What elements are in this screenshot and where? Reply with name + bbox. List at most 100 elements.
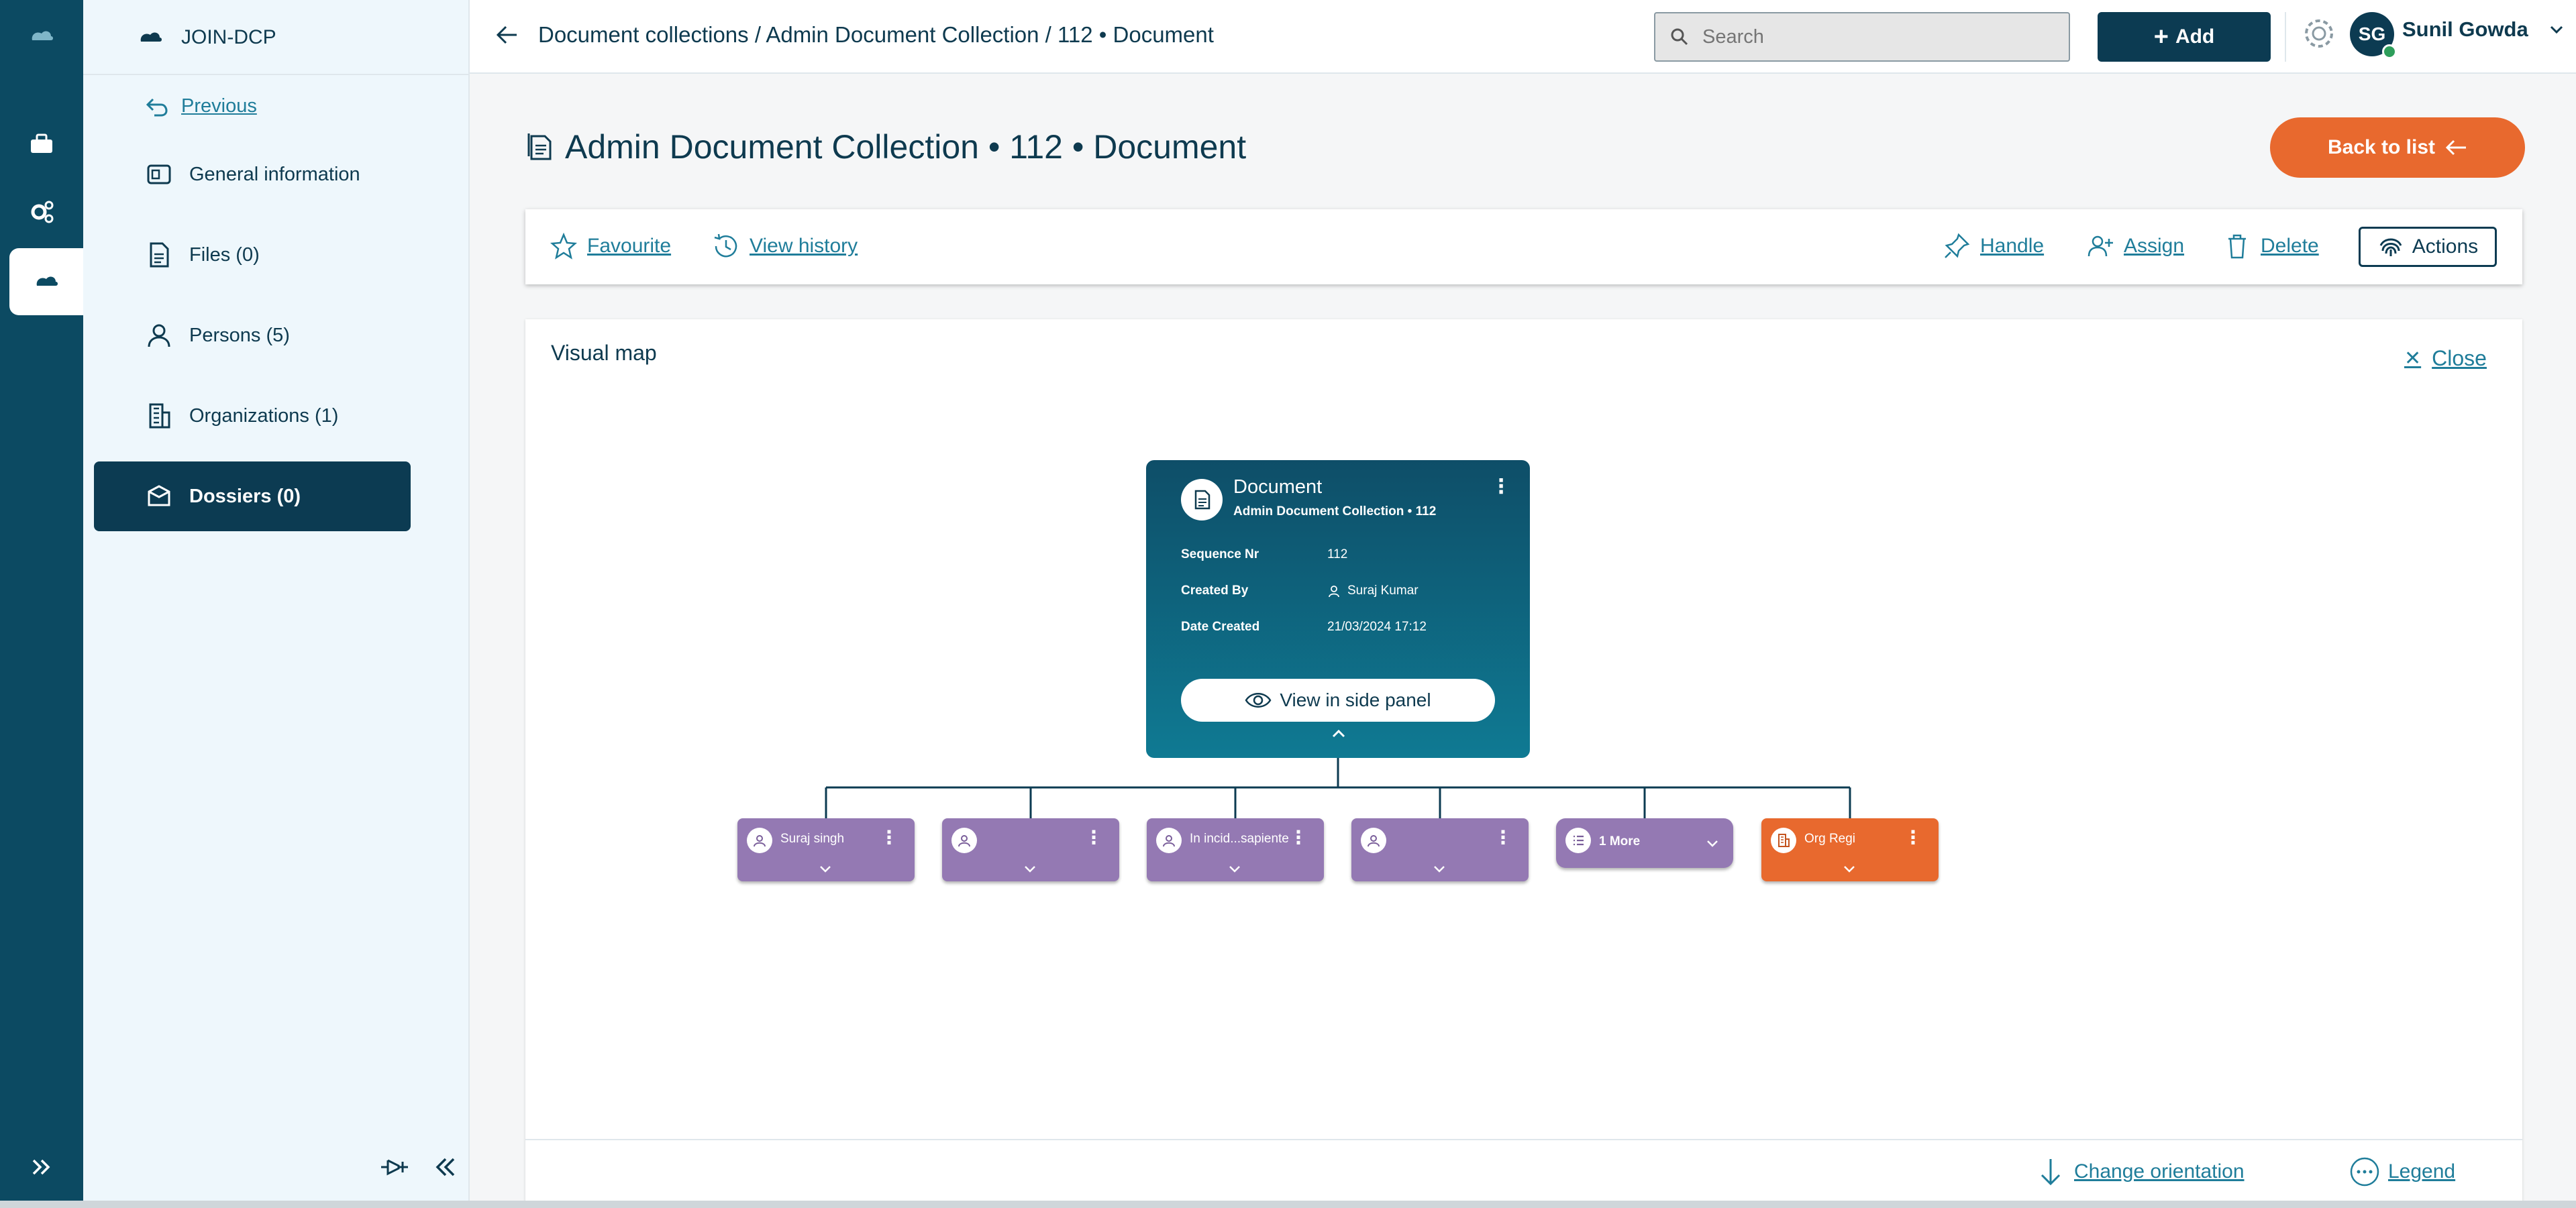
- fingerprint-icon: [2379, 238, 2402, 256]
- view-history-button[interactable]: View history: [712, 232, 858, 260]
- node-label: 1 More: [1599, 834, 1641, 848]
- node-label: Suraj singh: [780, 832, 845, 846]
- eye-icon: [1245, 693, 1272, 708]
- assign-button[interactable]: Assign: [2086, 232, 2184, 260]
- briefcase-icon[interactable]: [0, 110, 83, 177]
- page-title: Admin Document Collection • 112 • Docume…: [526, 127, 1246, 166]
- arrow-left-icon[interactable]: [494, 21, 521, 48]
- kebab-menu-icon[interactable]: ⋮: [1491, 476, 1511, 498]
- kebab-menu-icon[interactable]: ⋮: [880, 827, 898, 848]
- online-status-badge: [2382, 44, 2397, 59]
- nav-item-label: Files (0): [189, 243, 260, 266]
- delete-label: Delete: [2261, 235, 2319, 257]
- map-connectors: [825, 758, 1851, 818]
- person-node[interactable]: Suraj singh ⋮: [737, 818, 915, 881]
- previous-label: Previous: [181, 95, 257, 117]
- chevron-down-icon[interactable]: [1842, 864, 1857, 875]
- actions-menu-button[interactable]: Actions: [2359, 227, 2497, 267]
- divider: [83, 74, 470, 75]
- chevron-down-icon[interactable]: [1227, 864, 1242, 875]
- cloud-logo-icon: [140, 32, 162, 42]
- chevron-down-icon[interactable]: [818, 864, 833, 875]
- chevron-down-icon[interactable]: [1023, 864, 1037, 875]
- cloud-logo-icon[interactable]: [0, 3, 83, 70]
- chevron-up-icon[interactable]: [1331, 727, 1347, 739]
- kebab-menu-icon[interactable]: ⋮: [1904, 827, 1922, 848]
- top-bar: Document collections / Admin Document Co…: [470, 0, 2576, 74]
- building-icon: [1771, 828, 1796, 853]
- close-icon: ✕: [2404, 347, 2422, 370]
- close-button[interactable]: ✕ Close: [2404, 346, 2487, 371]
- close-label: Close: [2432, 346, 2487, 370]
- icon-rail: [0, 0, 83, 1208]
- breadcrumb-text[interactable]: Document collections / Admin Document Co…: [538, 22, 1214, 47]
- change-orientation-label: Change orientation: [2074, 1160, 2245, 1183]
- view-button-label: View in side panel: [1280, 690, 1431, 710]
- view-history-label: View history: [750, 235, 858, 257]
- change-orientation-button[interactable]: Change orientation: [2035, 1156, 2245, 1187]
- undo-arrow-icon: [146, 98, 168, 117]
- nav-item-persons[interactable]: Persons (5): [94, 300, 411, 370]
- person-node[interactable]: ⋮: [942, 818, 1119, 881]
- plus-icon: +: [2153, 22, 2169, 51]
- previous-link[interactable]: Previous: [144, 93, 257, 119]
- kebab-menu-icon[interactable]: ⋮: [1084, 827, 1103, 848]
- person-icon: [1156, 828, 1182, 853]
- kebab-menu-icon[interactable]: ⋮: [1289, 827, 1308, 848]
- field-label: Sequence Nr: [1181, 547, 1259, 561]
- handle-button[interactable]: Handle: [1943, 232, 2044, 260]
- person-node[interactable]: ⋮: [1351, 818, 1529, 881]
- node-label: In incid...sapiente: [1190, 832, 1289, 846]
- double-chevron-left-icon[interactable]: [429, 1154, 462, 1180]
- person-icon: [747, 828, 772, 853]
- view-in-side-panel-button[interactable]: View in side panel: [1181, 679, 1495, 722]
- search-icon: [1671, 28, 1688, 46]
- pin-icon: [1945, 233, 1970, 258]
- gear-icon[interactable]: [2300, 15, 2338, 52]
- assign-label: Assign: [2124, 235, 2185, 257]
- nav-item-label: Organizations (1): [189, 404, 339, 427]
- document-stack-icon[interactable]: [9, 248, 83, 315]
- user-name[interactable]: Sunil Gowda: [2402, 17, 2528, 41]
- person-node[interactable]: In incid...sapiente ⋮: [1147, 818, 1324, 881]
- field-label: Date Created: [1181, 620, 1260, 634]
- legend-button[interactable]: Legend: [2349, 1156, 2455, 1187]
- kebab-menu-icon[interactable]: ⋮: [1494, 827, 1512, 848]
- chevron-down-icon[interactable]: [1705, 838, 1720, 849]
- favourite-button[interactable]: Favourite: [550, 232, 671, 260]
- avatar[interactable]: SG: [2350, 12, 2397, 59]
- more-nodes-group[interactable]: 1 More: [1556, 818, 1733, 868]
- actions-label: Actions: [2412, 235, 2479, 258]
- person-icon: [1361, 828, 1386, 853]
- file-icon: [150, 242, 169, 268]
- created-by-value: Suraj Kumar: [1347, 584, 1419, 598]
- organization-node[interactable]: Org Regi ⋮: [1761, 818, 1939, 881]
- nav-item-organizations[interactable]: Organizations (1): [94, 381, 411, 451]
- nav-item-dossiers[interactable]: Dossiers (0): [94, 461, 411, 531]
- document-node-title: Document: [1233, 476, 1323, 498]
- double-chevron-right-icon[interactable]: [0, 1134, 83, 1201]
- brand[interactable]: JOIN-DCP: [137, 24, 276, 51]
- search-box[interactable]: [1654, 12, 2070, 62]
- arrow-left-icon: [2445, 140, 2467, 156]
- delete-button[interactable]: Delete: [2223, 232, 2319, 260]
- back-to-list-button[interactable]: Back to list: [2270, 117, 2525, 178]
- brand-name: JOIN-DCP: [181, 26, 276, 48]
- add-button[interactable]: + Add: [2098, 12, 2271, 62]
- field-label: Created By: [1181, 584, 1249, 598]
- nav-item-label: General information: [189, 163, 360, 185]
- nav-item-general-information[interactable]: General information: [94, 140, 411, 209]
- list-icon: [1565, 828, 1591, 853]
- document-node[interactable]: Document Admin Document Collection • 112…: [1146, 460, 1530, 758]
- chevron-down-icon[interactable]: [2547, 20, 2566, 39]
- person-icon: [1329, 586, 1339, 598]
- pin-icon[interactable]: [378, 1154, 411, 1180]
- page-title-text: Admin Document Collection • 112 • Docume…: [565, 128, 1247, 166]
- divider: [2285, 12, 2286, 62]
- chevron-down-icon[interactable]: [1432, 864, 1447, 875]
- search-input[interactable]: [1702, 25, 2051, 48]
- nav-item-files[interactable]: Files (0): [94, 220, 411, 290]
- person-icon: [148, 324, 170, 347]
- star-icon: [550, 232, 578, 260]
- gears-icon[interactable]: [0, 178, 83, 245]
